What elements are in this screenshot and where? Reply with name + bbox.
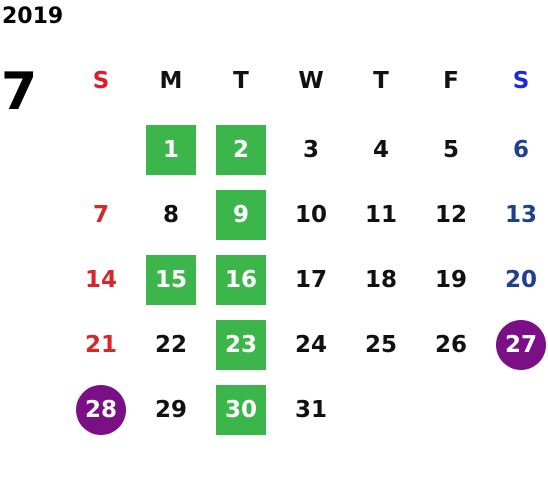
weekday-header-wed: W <box>298 68 324 94</box>
calendar-day-10[interactable]: 10 <box>294 202 327 228</box>
weekday-header-mon: M <box>159 68 183 94</box>
calendar-day-29[interactable]: 29 <box>154 397 187 423</box>
calendar-day-20[interactable]: 20 <box>504 267 537 293</box>
calendar-day-12[interactable]: 12 <box>434 202 467 228</box>
year-label: 2019 <box>2 4 64 29</box>
weekday-header-sat: S <box>512 68 530 94</box>
calendar-day-26[interactable]: 26 <box>434 332 467 358</box>
calendar-day-1[interactable]: 1 <box>146 125 196 175</box>
weekday-header-sun: S <box>92 68 110 94</box>
month-number: 7 <box>1 62 38 122</box>
calendar-day-24[interactable]: 24 <box>294 332 327 358</box>
calendar-day-4[interactable]: 4 <box>372 137 389 163</box>
calendar-day-14[interactable]: 14 <box>84 267 117 293</box>
calendar-day-9[interactable]: 9 <box>216 190 266 240</box>
weekday-header-thu: T <box>373 68 389 94</box>
calendar-day-15[interactable]: 15 <box>146 255 196 305</box>
calendar-day-18[interactable]: 18 <box>364 267 397 293</box>
calendar-day-23[interactable]: 23 <box>216 320 266 370</box>
weekday-header-tue: T <box>233 68 249 94</box>
calendar-day-31[interactable]: 31 <box>294 397 327 423</box>
calendar-day-7[interactable]: 7 <box>92 202 109 228</box>
calendar-day-13[interactable]: 13 <box>504 202 537 228</box>
calendar-day-6[interactable]: 6 <box>512 137 529 163</box>
calendar-day-2[interactable]: 2 <box>216 125 266 175</box>
calendar-day-8[interactable]: 8 <box>162 202 179 228</box>
calendar-day-30[interactable]: 30 <box>216 385 266 435</box>
calendar-day-27[interactable]: 27 <box>496 320 546 370</box>
calendar-day-5[interactable]: 5 <box>442 137 459 163</box>
calendar-day-25[interactable]: 25 <box>364 332 397 358</box>
calendar-day-17[interactable]: 17 <box>294 267 327 293</box>
calendar-day-11[interactable]: 11 <box>364 202 397 228</box>
calendar-day-19[interactable]: 19 <box>434 267 467 293</box>
calendar-day-28[interactable]: 28 <box>76 385 126 435</box>
calendar-day-3[interactable]: 3 <box>302 137 319 163</box>
calendar-day-22[interactable]: 22 <box>154 332 187 358</box>
calendar-day-21[interactable]: 21 <box>84 332 117 358</box>
calendar-day-16[interactable]: 16 <box>216 255 266 305</box>
weekday-header-fri: F <box>443 68 459 94</box>
